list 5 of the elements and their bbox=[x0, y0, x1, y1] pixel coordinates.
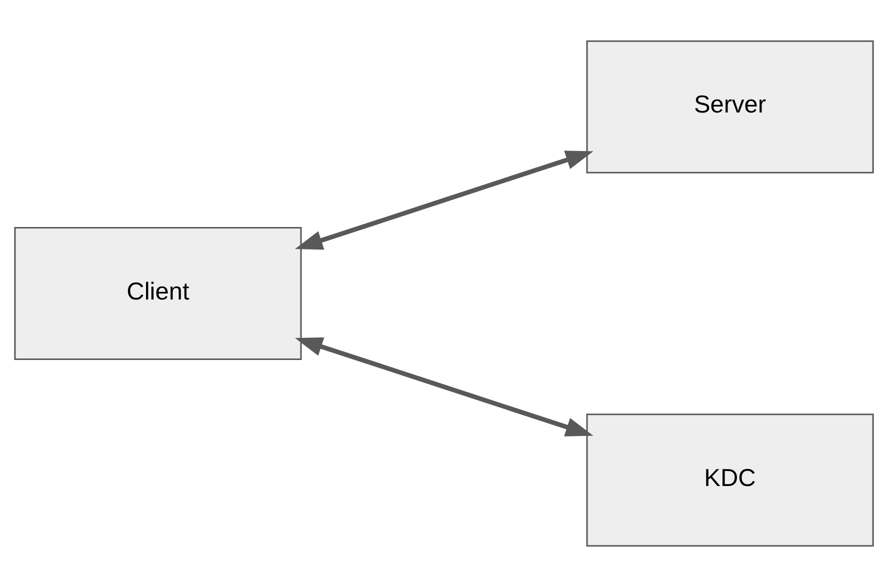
arrow bbox=[295, 150, 594, 250]
arrow bbox=[295, 337, 594, 436]
node-box: Client bbox=[14, 226, 302, 360]
node-box: KDC bbox=[586, 414, 874, 547]
node-box: Server bbox=[586, 40, 874, 174]
